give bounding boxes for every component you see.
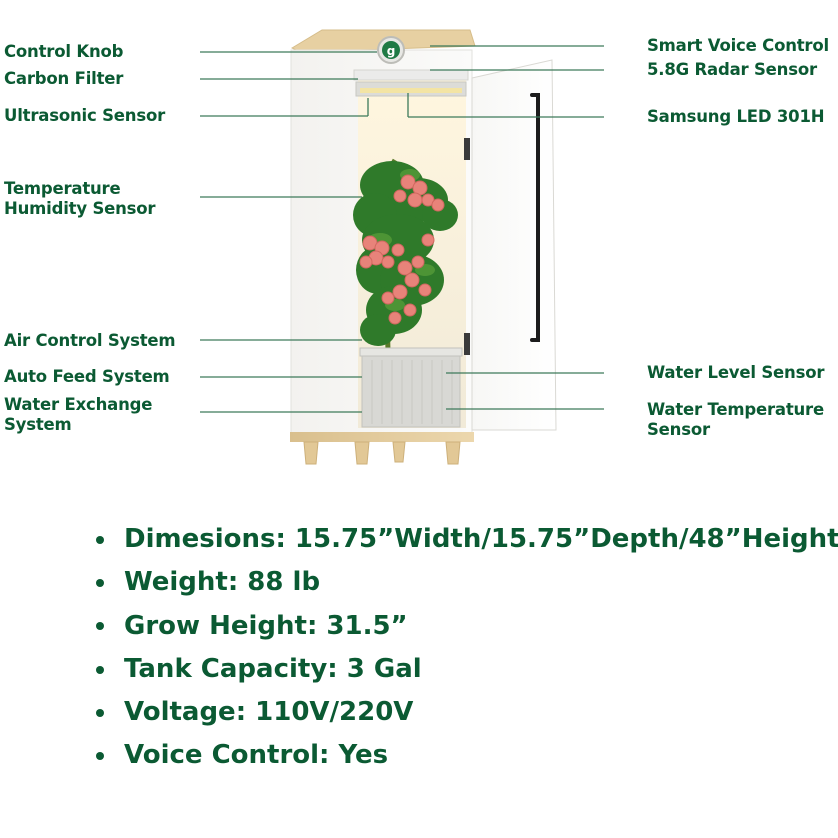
spec-item-voltage: Voltage: 110V/220V: [92, 691, 838, 734]
callout-smart-voice: Smart Voice Control: [647, 36, 829, 55]
bullet-icon: [96, 752, 104, 761]
door-handle: [530, 93, 540, 342]
led-dots: [360, 88, 462, 93]
spec-item-tank-capacity: Tank Capacity: 3 Gal: [92, 648, 838, 691]
callout-water-exchange: Water Exchange: [4, 395, 153, 414]
cabinet-base: [290, 432, 474, 442]
spec-item-dimensions: Dimesions: 15.75”Width/15.75”Depth/48”He…: [92, 518, 838, 561]
carbon-filter: [353, 69, 469, 81]
spec-item-weight: Weight: 88 lb: [92, 561, 838, 604]
leader-lines-left: [200, 51, 377, 413]
grow-cabinet-illustration: g: [200, 29, 604, 465]
plant-fruits: [359, 174, 445, 325]
control-knob-letter: g: [387, 44, 396, 58]
bullet-icon: [96, 665, 104, 674]
cabinet-door: [471, 59, 557, 431]
door-hinge-top: [464, 138, 470, 160]
spec-text: Weight: 88 lb: [124, 567, 321, 598]
spec-item-voice-control: Voice Control: Yes: [92, 734, 838, 777]
callout-carbon-filter: Carbon Filter: [4, 69, 124, 88]
spec-text: Grow Height: 31.5”: [124, 610, 408, 641]
callout-temperature: Temperature: [4, 179, 121, 198]
spec-text: Dimesions: 15.75”Width/15.75”Depth/48”He…: [124, 524, 838, 554]
callout-ultrasonic-sensor: Ultrasonic Sensor: [4, 106, 166, 125]
callout-auto-feed: Auto Feed System: [4, 367, 170, 386]
callout-humidity-sensor: Humidity Sensor: [4, 199, 156, 218]
spec-item-grow-height: Grow Height: 31.5”: [92, 605, 838, 648]
callout-water-level: Water Level Sensor: [647, 363, 825, 382]
water-tank-ribs: [371, 360, 453, 424]
callout-samsung-led: Samsung LED 301H: [647, 107, 825, 126]
spec-list: Dimesions: 15.75”Width/15.75”Depth/48”He…: [92, 518, 838, 778]
bullet-icon: [96, 622, 104, 631]
callout-water-exchange-system: System: [4, 415, 72, 434]
door-hinge-bottom: [464, 333, 470, 355]
cabinet-legs: [303, 441, 461, 465]
callout-radar-sensor: 5.8G Radar Sensor: [647, 60, 817, 79]
callout-air-control: Air Control System: [4, 331, 176, 350]
bullet-icon: [96, 578, 104, 587]
spec-text: Tank Capacity: 3 Gal: [124, 653, 422, 684]
callout-water-temperature: Water Temperature: [647, 400, 824, 419]
water-tank: [361, 351, 461, 428]
bullet-icon: [96, 535, 104, 544]
callout-control-knob: Control Knob: [4, 42, 124, 61]
leader-lines-right: [407, 45, 604, 410]
water-tank-lid: [359, 347, 463, 357]
spec-text: Voice Control: Yes: [124, 740, 389, 771]
spec-text: Voltage: 110V/220V: [124, 697, 414, 728]
control-knob-face: [382, 41, 400, 59]
callout-water-temperature-sensor: Sensor: [647, 420, 710, 439]
bullet-icon: [96, 708, 104, 717]
